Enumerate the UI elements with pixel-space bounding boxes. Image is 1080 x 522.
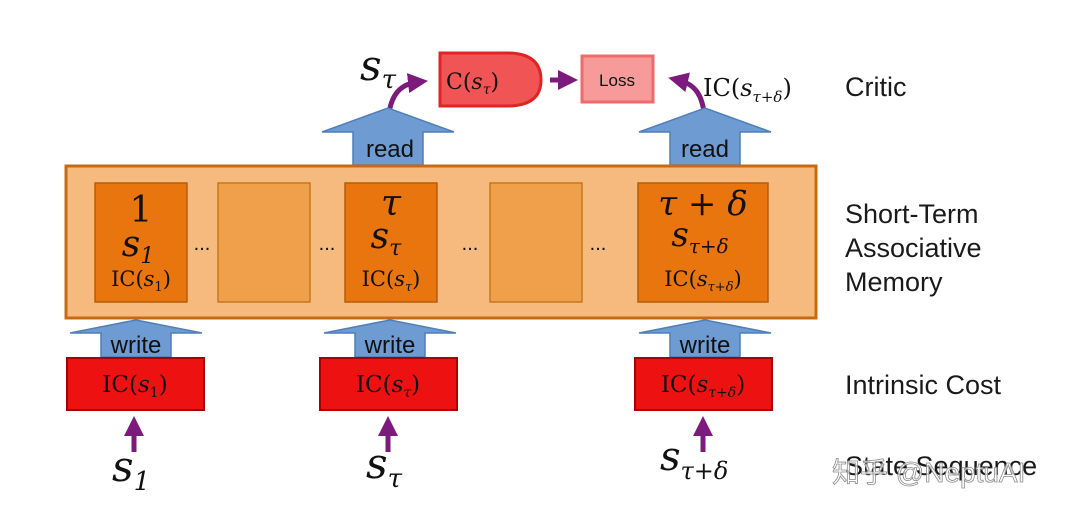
- label-intrinsic-cost: Intrinsic Cost: [845, 370, 1002, 400]
- ellipsis-3: ...: [462, 233, 479, 255]
- label-critic: Critic: [845, 72, 907, 102]
- memory-cell-1-state: s1: [122, 224, 154, 269]
- write-arrow-tau: write: [323, 319, 457, 359]
- row-labels: Critic Short-Term Associative Memory Int…: [832, 72, 1038, 488]
- read-arrow-tau: read: [321, 107, 455, 166]
- watermark: 知乎 @NeptuAI: [832, 457, 1025, 488]
- label-memory-line3: Memory: [845, 267, 943, 297]
- ellipsis-2: ...: [319, 233, 336, 255]
- label-memory-line2: Associative: [845, 233, 982, 263]
- ellipsis-1: ...: [194, 233, 211, 255]
- state-s-tau-delta: sτ+δ: [660, 434, 728, 485]
- read-arrows: read read: [321, 107, 772, 166]
- memory-cell-tau-state: sτ: [371, 216, 402, 261]
- memory-cell-1-ic: IC(s1): [111, 267, 171, 295]
- write-arrow-tau-delta: write: [638, 319, 772, 359]
- state-input-arrows: [124, 416, 713, 452]
- memory-cell-empty-2: [489, 182, 583, 303]
- cost-box-tau: IC(sτ): [319, 357, 458, 411]
- memory-cell-tau-delta: τ + δ sτ+δ IC(sτ+δ): [637, 182, 769, 303]
- memory-cell-empty-1: [217, 182, 311, 303]
- write-arrows: write write write: [69, 319, 772, 359]
- state-labels: s1 sτ sτ+δ: [112, 434, 728, 497]
- svg-text:IC(s1): IC(s1): [102, 372, 167, 401]
- critic-input-s-tau: sτ: [360, 41, 397, 95]
- memory-cell-tau: τ sτ IC(sτ): [344, 182, 438, 303]
- memory-cell-tau-index: τ: [381, 183, 402, 224]
- loss-box: [580, 54, 655, 104]
- critic-box-label: C(sτ): [446, 70, 499, 98]
- write-arrow-1: write: [69, 319, 203, 359]
- cost-box-1: IC(s1): [66, 357, 205, 411]
- critic-section: sτ C(sτ) Loss IC(sτ+δ): [360, 41, 792, 129]
- label-state-sequence: State Sequence: [845, 451, 1037, 481]
- svg-text:IC(sτ): IC(sτ): [356, 372, 420, 401]
- label-memory-line1: Short-Term: [845, 199, 979, 229]
- memory-cell-tau-ic: IC(sτ): [362, 267, 421, 295]
- cost-box-tau-delta: IC(sτ+δ): [634, 357, 773, 411]
- memory-cell-1-index: 1: [130, 190, 153, 231]
- memory-cell-tau-delta-state: sτ+δ: [671, 215, 728, 258]
- loss-input-ic: IC(sτ+δ): [703, 74, 792, 106]
- memory-cell-1: 1 s1 IC(s1): [94, 182, 188, 303]
- read-arrow-tau-delta: read: [638, 107, 772, 166]
- intrinsic-cost-boxes: IC(s1) IC(sτ) IC(sτ+δ): [66, 357, 773, 411]
- svg-text:write: write: [110, 332, 162, 359]
- ellipsis-4: ...: [590, 233, 607, 255]
- svg-text:write: write: [364, 332, 416, 359]
- state-s-tau: sτ: [366, 439, 403, 494]
- critic-box: [438, 51, 543, 108]
- svg-text:read: read: [681, 136, 729, 163]
- loss-label: Loss: [599, 71, 635, 90]
- memory-block: 1 s1 IC(s1) ... ... τ sτ IC(sτ) ... ... …: [64, 164, 818, 320]
- svg-text:write: write: [679, 332, 731, 359]
- memory-cell-tau-delta-ic: IC(sτ+δ): [664, 267, 741, 295]
- memory-cell-tau-delta-index: τ + δ: [658, 184, 747, 224]
- svg-text:IC(sτ+δ): IC(sτ+δ): [661, 372, 745, 401]
- state-s1: s1: [112, 442, 150, 497]
- svg-text:read: read: [366, 136, 414, 163]
